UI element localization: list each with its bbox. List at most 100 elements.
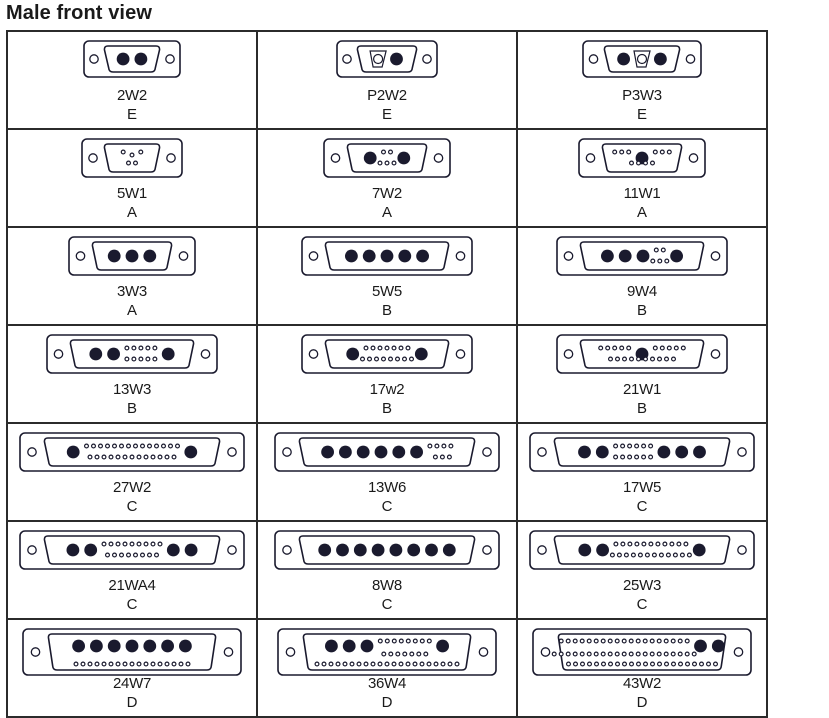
connector-icon (556, 236, 728, 276)
connector-drawing (258, 40, 516, 86)
shell-series: E (381, 106, 392, 123)
shell-series: B (381, 400, 392, 417)
connector-icon (22, 628, 242, 676)
shell-series: C (126, 596, 138, 613)
connector-icon (556, 334, 728, 374)
connector-drawing (518, 432, 766, 478)
connector-icon (68, 236, 196, 276)
connector-icon (83, 40, 181, 78)
connector-icon (532, 628, 752, 676)
connector-drawing (258, 432, 516, 478)
connector-drawing (518, 334, 766, 380)
connector-drawing (8, 628, 256, 676)
shell-series: C (636, 498, 648, 515)
shell-series: B (381, 302, 392, 319)
connector-drawing (8, 138, 256, 184)
connector-code: 17w2 (369, 381, 405, 398)
connector-code: 3W3 (117, 283, 147, 300)
shell-series: D (381, 694, 393, 711)
shell-series: C (381, 596, 393, 613)
connector-icon (529, 432, 755, 472)
connector-icon (578, 138, 706, 178)
connector-icon (19, 530, 245, 570)
connector-drawing (8, 432, 256, 478)
connector-icon (46, 334, 218, 374)
connector-icon (274, 530, 500, 570)
connector-icon (301, 236, 473, 276)
shell-series: C (381, 498, 393, 515)
connector-code: 2W2 (117, 87, 147, 104)
shell-series: B (636, 302, 647, 319)
connector-drawing (258, 236, 516, 282)
connector-code: 7W2 (372, 185, 402, 202)
shell-series: A (636, 204, 647, 221)
connector-drawing (258, 334, 516, 380)
connector-code: 8W8 (372, 577, 402, 594)
connector-drawing (518, 236, 766, 282)
connector-icon (277, 628, 497, 676)
shell-series: E (636, 106, 647, 123)
page-title: Male front view (6, 2, 152, 24)
connector-code: 5W1 (117, 185, 147, 202)
connector-code: 27W2 (113, 479, 151, 496)
connector-code: 21W1 (623, 381, 661, 398)
connector-code: 25W3 (623, 577, 661, 594)
connector-code: 5W5 (372, 283, 402, 300)
connector-code: 17W5 (623, 479, 661, 496)
connector-code: 36W4 (368, 675, 406, 692)
connector-drawing (8, 334, 256, 380)
connector-code: 13W3 (113, 381, 151, 398)
connector-code: 11W1 (623, 185, 661, 202)
connector-icon (81, 138, 183, 178)
shell-series: A (126, 302, 137, 319)
shell-series: E (126, 106, 137, 123)
connector-code: 21WA4 (108, 577, 156, 594)
shell-series: D (126, 694, 138, 711)
shell-series: D (636, 694, 648, 711)
connector-code: 13W6 (368, 479, 406, 496)
connector-drawing (258, 530, 516, 576)
connector-code: 24W7 (113, 675, 151, 692)
connector-drawing (8, 530, 256, 576)
connector-icon (274, 432, 500, 472)
connector-icon (529, 530, 755, 570)
connector-code: 9W4 (627, 283, 657, 300)
connector-drawing (518, 40, 766, 86)
